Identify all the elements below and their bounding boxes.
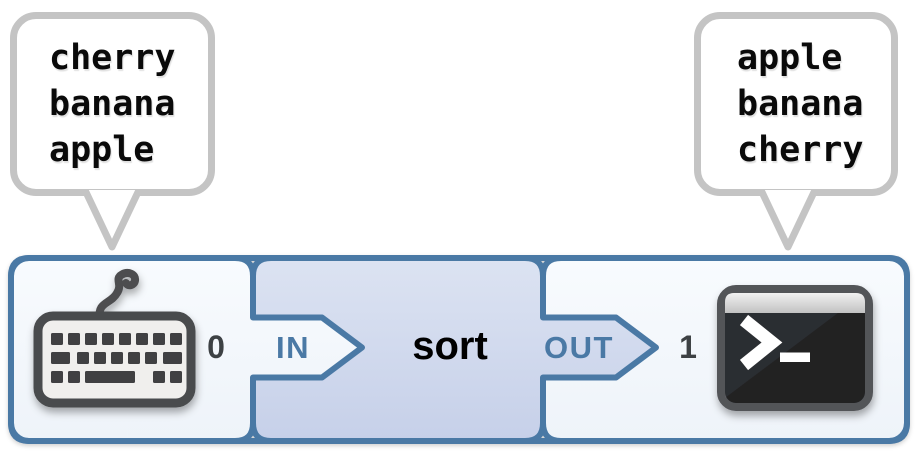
stdin-fd-label: 0 xyxy=(207,329,225,365)
stdout-speech-bubble: apple banana cherry xyxy=(694,12,898,196)
bubble-line: cherry xyxy=(737,130,864,170)
stdout-fd-label: 1 xyxy=(679,329,697,365)
bubble-line: apple xyxy=(737,38,843,78)
bubble-line: cherry xyxy=(49,38,176,78)
keyboard-icon xyxy=(33,269,196,408)
bubble-line: apple xyxy=(49,130,155,170)
in-arrow-label: IN xyxy=(276,330,310,365)
bubble-line: banana xyxy=(737,84,864,124)
stdout-bubble-tail xyxy=(757,189,819,251)
stdin-speech-bubble: cherry banana apple xyxy=(10,12,215,196)
pipeline-outer-border xyxy=(8,255,910,444)
stdin-bubble-tail xyxy=(81,189,143,251)
command-label: sort xyxy=(412,324,488,368)
terminal-icon xyxy=(717,285,873,411)
bubble-line: banana xyxy=(49,84,176,124)
out-arrow-label: OUT xyxy=(544,330,614,365)
